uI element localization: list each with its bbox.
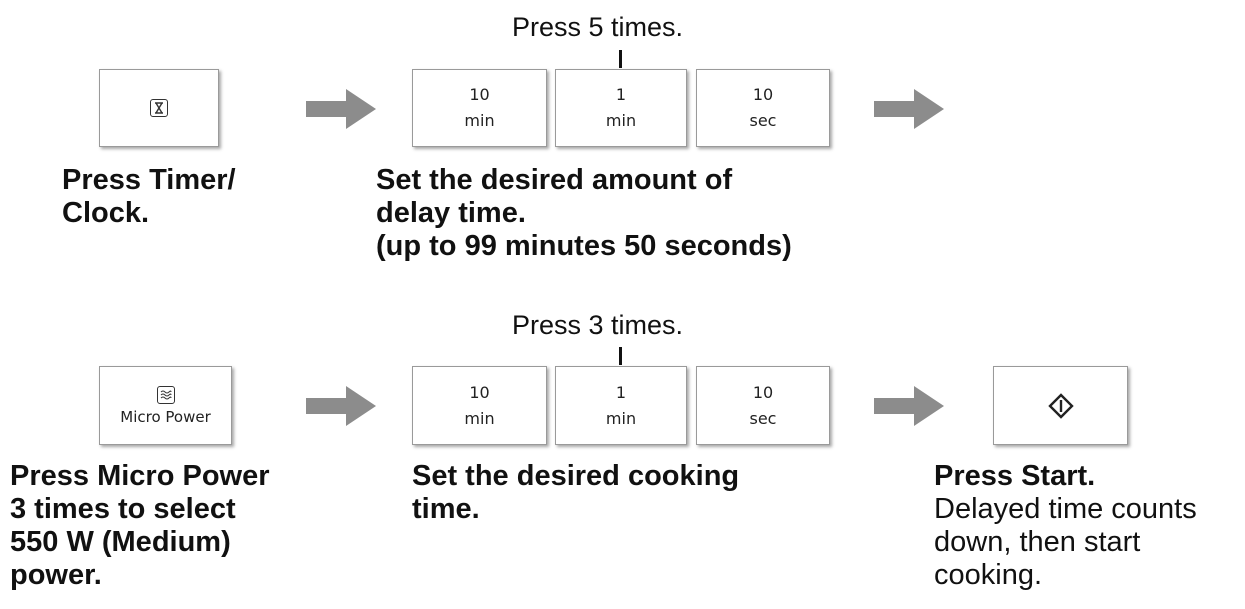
caption-line: power. (10, 559, 102, 591)
start-button[interactable] (993, 366, 1128, 445)
key-unit: sec (749, 408, 777, 428)
arrow-right-icon (306, 89, 376, 129)
key-value: 10 (752, 85, 774, 104)
key-unit: min (605, 408, 637, 428)
caption-line: Set the desired amount of (376, 164, 733, 196)
start-diamond-icon (1047, 392, 1074, 419)
key-unit: min (464, 111, 495, 130)
timer-clock-button[interactable] (99, 69, 219, 147)
row2-caption-left: Press Micro Power 3 times to select 550 … (10, 460, 270, 592)
key-value: 10 (752, 382, 774, 402)
ten-min-key[interactable]: 10 min (412, 366, 547, 445)
arrow-right-icon (874, 89, 944, 129)
ten-min-key[interactable]: 10 min (412, 69, 547, 147)
hourglass-icon (150, 99, 168, 117)
caption-line: 3 times to select (10, 493, 236, 525)
caption-line: Set the desired cooking (412, 460, 740, 492)
caption-title: Press Start. (934, 460, 1096, 492)
caption-line: down, then start (934, 526, 1141, 558)
caption-line: cooking. (934, 559, 1043, 591)
caption-line: 550 W (Medium) (10, 526, 231, 558)
caption-line: Press Micro Power (10, 460, 270, 492)
key-unit: min (605, 111, 637, 130)
key-unit: sec (749, 111, 777, 130)
caption-line: Delayed time counts (934, 493, 1197, 525)
one-min-key[interactable]: 1 min (555, 69, 687, 147)
key-value: 1 (615, 85, 627, 104)
row2-press-label: Press 3 times. (512, 310, 684, 340)
one-min-key[interactable]: 1 min (555, 366, 687, 445)
arrow-right-icon (874, 386, 944, 426)
key-value: 10 (469, 382, 490, 402)
row2-caption-right: Press Start. Delayed time counts down, t… (934, 460, 1197, 592)
row1-press-label: Press 5 times. (512, 12, 684, 42)
key-value: 1 (615, 382, 627, 402)
ten-sec-key[interactable]: 10 sec (696, 69, 830, 147)
row2-indicator-tick (619, 347, 622, 365)
caption-line: Press Timer/ (62, 164, 236, 196)
ten-sec-key[interactable]: 10 sec (696, 366, 830, 445)
microwave-waves-icon (156, 385, 175, 404)
caption-line: (up to 99 minutes 50 seconds) (376, 230, 792, 262)
row1-caption-mid: Set the desired amount of delay time. (u… (376, 164, 792, 263)
row2-caption-mid: Set the desired cooking time. (412, 460, 739, 526)
arrow-right-icon (306, 386, 376, 426)
row1-caption-left: Press Timer/ Clock. (62, 164, 236, 230)
key-value: 10 (469, 85, 490, 104)
micro-power-label: Micro Power (120, 407, 211, 426)
caption-line: time. (412, 493, 480, 525)
row1-indicator-tick (619, 50, 622, 68)
micro-power-button[interactable]: Micro Power (99, 366, 232, 445)
caption-line: Clock. (62, 197, 150, 229)
caption-line: delay time. (376, 197, 526, 229)
key-unit: min (464, 408, 495, 428)
